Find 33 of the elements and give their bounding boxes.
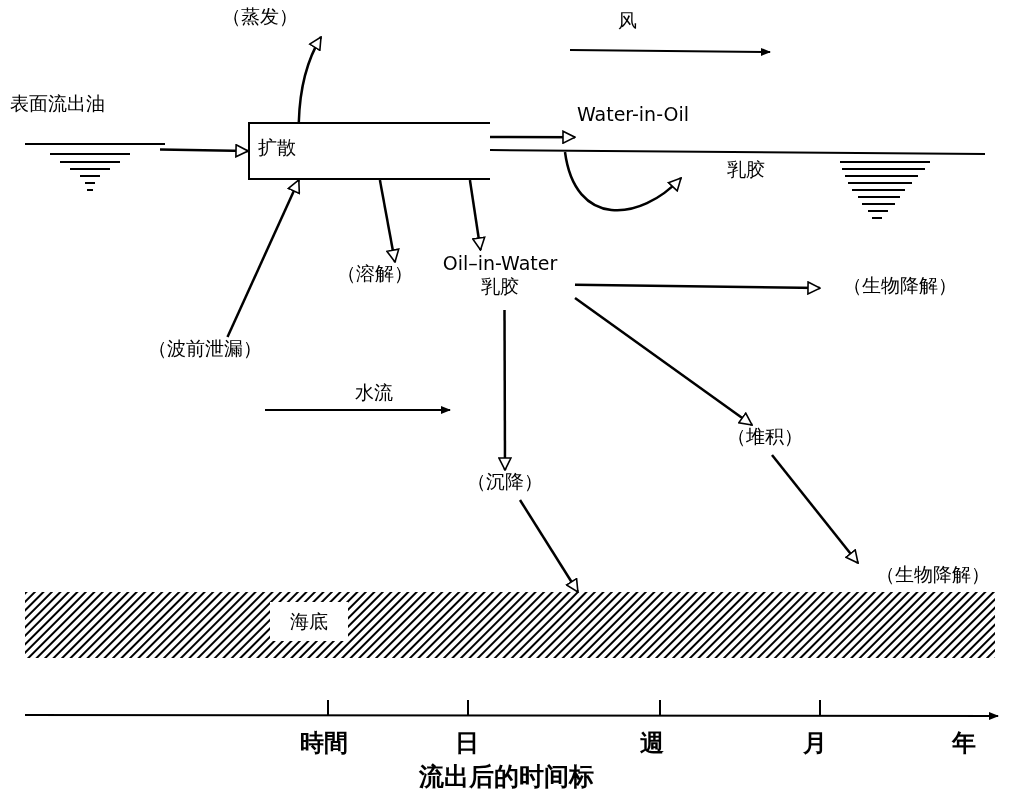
emulsion-label: 乳胶 bbox=[727, 158, 765, 181]
process-label: （蒸发） bbox=[222, 5, 332, 37]
flow-arrow bbox=[226, 179, 301, 338]
seabed-label: 海底 bbox=[270, 602, 348, 641]
flow-arrow bbox=[468, 179, 486, 251]
flow-arrow bbox=[297, 36, 323, 123]
time-scale-label: 週 bbox=[640, 727, 664, 759]
direction-label: 风 bbox=[618, 8, 637, 33]
emulsion-label: Water-in-Oil bbox=[577, 103, 690, 126]
time-scale-label: 月 bbox=[803, 727, 827, 759]
process-label: （波前泄漏） bbox=[130, 337, 280, 367]
caption: 流出后的时间标 bbox=[418, 761, 595, 793]
time-scale-label: 時間 bbox=[300, 727, 348, 759]
direction-label: 水流 bbox=[355, 380, 393, 405]
process-label: （堆积） bbox=[715, 425, 815, 455]
flow-arrow bbox=[518, 499, 579, 593]
flow-arrow bbox=[574, 297, 753, 426]
label-text: 表面流出油 bbox=[10, 92, 105, 115]
flow-arrow bbox=[378, 179, 400, 263]
process-label: （溶解） bbox=[325, 262, 425, 292]
process-label: （沉降） bbox=[455, 470, 555, 500]
flow-arrow bbox=[563, 151, 682, 212]
spreading-slick-band: 扩散 bbox=[248, 122, 490, 180]
process-label: （生物降解） bbox=[858, 563, 1008, 593]
flow-arrow bbox=[498, 310, 512, 471]
time-scale-label: 日 bbox=[455, 727, 479, 759]
time-scale-label: 年 bbox=[952, 727, 976, 759]
process-label: Oil–in-Water 乳胶 bbox=[425, 250, 575, 310]
flow-arrow bbox=[490, 130, 576, 144]
flow-arrow bbox=[575, 281, 821, 295]
process-label: （生物降解） bbox=[820, 274, 980, 304]
flow-arrow bbox=[771, 454, 859, 564]
flow-arrow bbox=[159, 144, 249, 158]
